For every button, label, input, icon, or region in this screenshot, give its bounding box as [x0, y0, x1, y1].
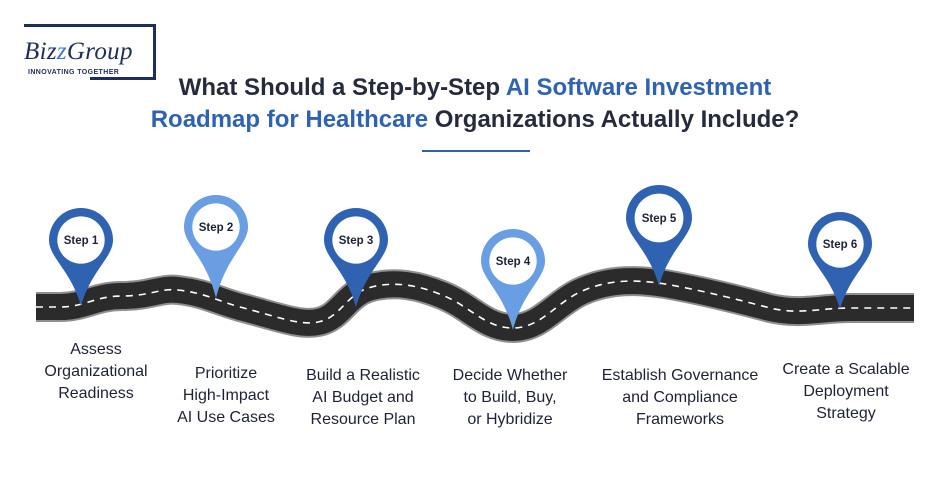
title-part1: What Should a Step-by-Step: [178, 74, 506, 101]
step-label-line: Create a Scalable: [782, 361, 910, 378]
step-label-line: Decide Whether: [452, 367, 568, 384]
bizgroup-logo: BizzGroup INNOVATING TOGETHER: [24, 24, 160, 84]
step-4-label: Decide Whether to Build, Buy, or Hybridize: [425, 365, 595, 431]
step-label-line: AI Use Cases: [177, 409, 275, 426]
step-pin-4: Step 4: [481, 229, 545, 330]
pin-inner-circle: [192, 203, 240, 251]
logo-frame: [90, 24, 156, 80]
pin-step-label: Step 4: [496, 256, 531, 268]
title-underline: [422, 150, 530, 152]
step-label-line: to Build, Buy,: [463, 389, 557, 406]
title-highlight-2: Roadmap for Healthcare: [150, 106, 429, 133]
logo-wordmark: BizzGroup: [24, 38, 135, 66]
step-label-line: Frameworks: [635, 411, 724, 428]
step-pin-3: Step 3: [324, 208, 388, 307]
step-pin-5: Step 5: [626, 185, 692, 286]
road: [36, 266, 914, 344]
step-label-line: High-Impact: [182, 387, 270, 404]
step-label-line: Build a Realistic: [306, 367, 420, 384]
pin-inner-circle: [332, 216, 380, 264]
pin-step-label: Step 1: [64, 235, 99, 247]
step-label-line: AI Budget and: [312, 389, 414, 406]
step-label-line: Assess: [70, 341, 122, 358]
step-label-line: Prioritize: [194, 365, 258, 382]
pin-inner-circle: [816, 220, 864, 268]
logo-tagline: INNOVATING TOGETHER: [28, 69, 123, 76]
pin-inner-circle: [57, 216, 105, 264]
pin-inner-circle: [489, 237, 537, 285]
title-highlight-1: AI Software Investment: [505, 74, 772, 101]
step-label-line: Establish Governance: [601, 367, 759, 384]
step-pin-2: Step 2: [184, 195, 248, 298]
step-label-line: Organizational: [44, 363, 148, 380]
step-pin-6: Step 6: [808, 212, 872, 309]
step-pin-1: Step 1: [49, 208, 113, 306]
pin-step-label: Step 3: [339, 235, 374, 247]
step-label-line: Deployment: [803, 383, 889, 400]
pin-step-label: Step 6: [823, 239, 858, 251]
road-center-line: [36, 280, 914, 329]
pin-step-label: Step 5: [642, 213, 677, 225]
step-label-line: Readiness: [58, 385, 134, 402]
pin-inner-circle: [634, 193, 684, 243]
logo-frame-top: [24, 24, 90, 27]
step-label-line: Strategy: [816, 405, 876, 422]
pin-step-label: Step 2: [199, 222, 234, 234]
title-part2: Organizations Actually Include?: [428, 106, 800, 133]
page-title: What Should a Step-by-Step AI Software I…: [120, 72, 830, 136]
step-label-line: or Hybridize: [467, 411, 553, 428]
step-label-line: and Compliance: [622, 389, 738, 406]
step-label-line: Resource Plan: [310, 411, 416, 428]
